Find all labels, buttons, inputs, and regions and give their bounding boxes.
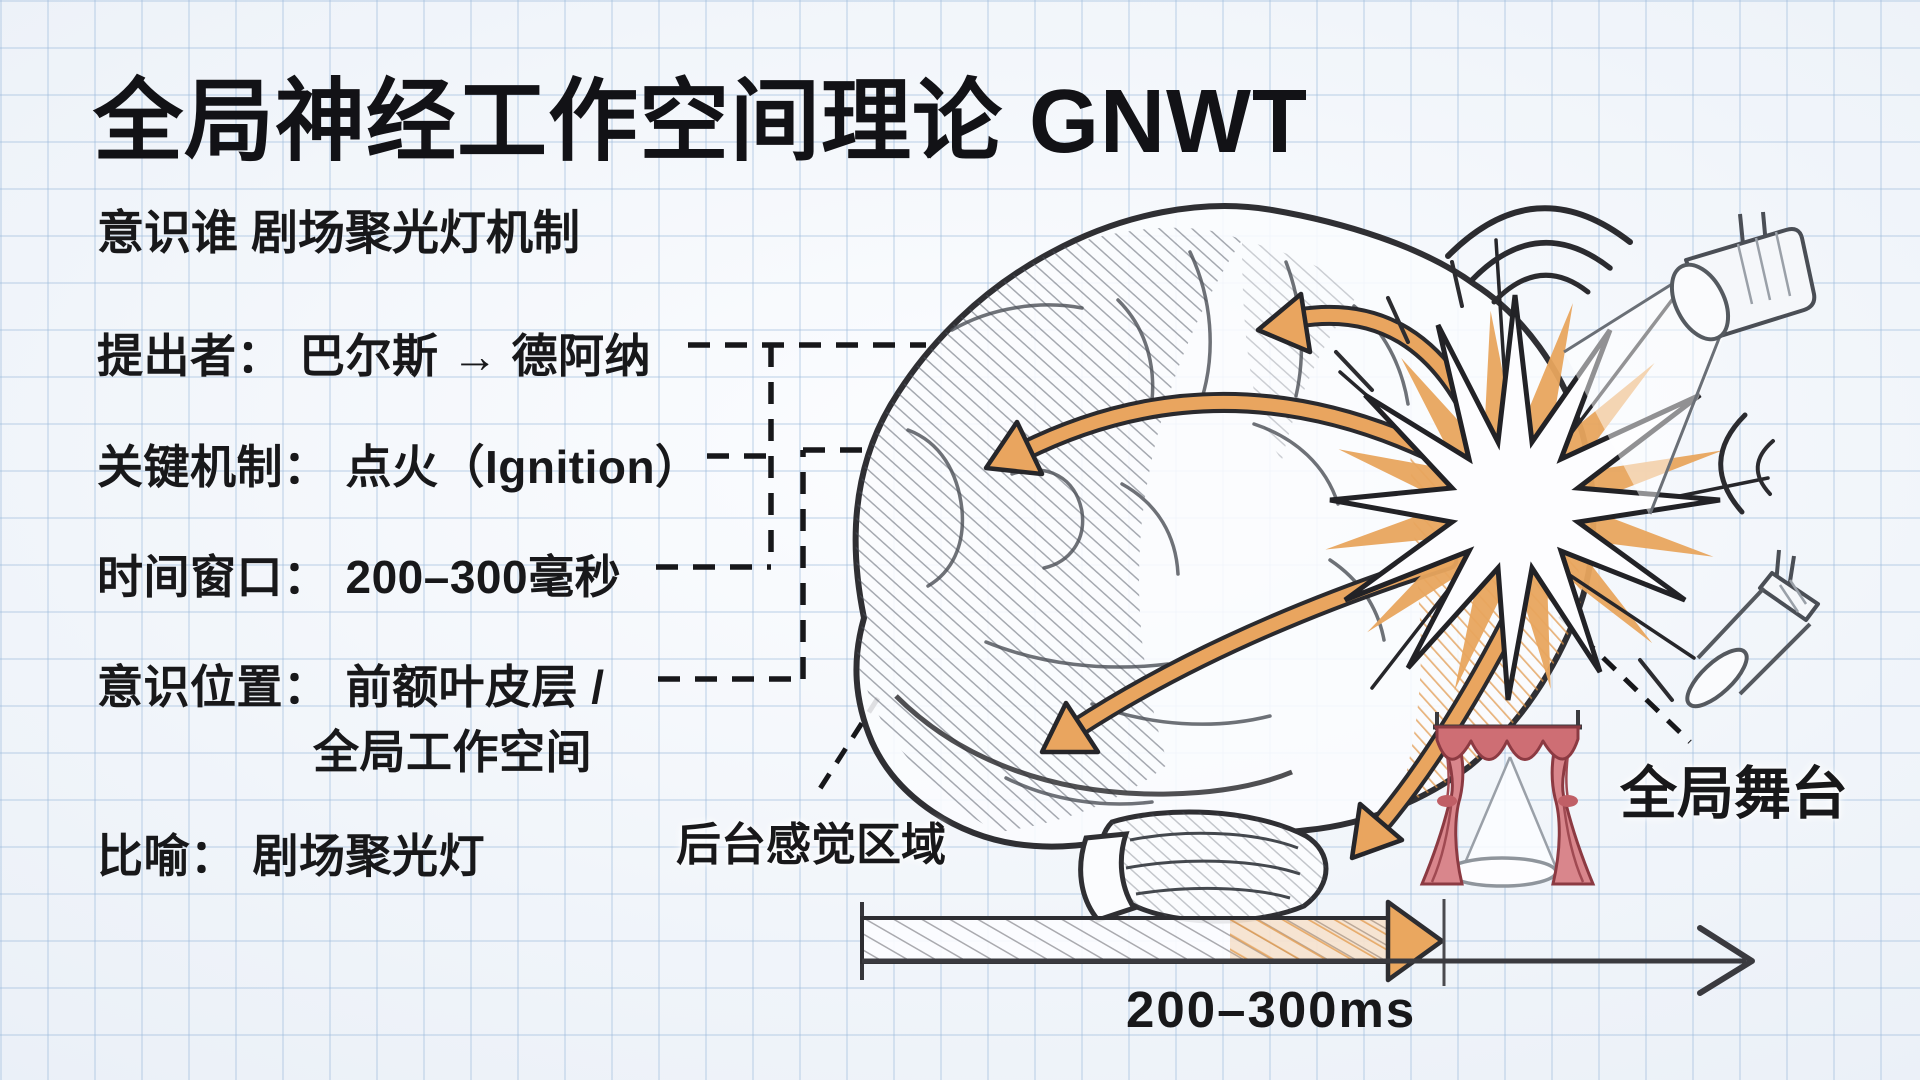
info-row-metaphor: 比喻： 剧场聚光灯 [97, 820, 485, 886]
timeline-arrow-icon [860, 899, 1755, 996]
page-title: 全局神经工作空间理论 GNWT [93, 72, 1308, 172]
label-global-stage: 全局舞台 [1620, 762, 1848, 826]
info-label: 关键机制： [97, 441, 330, 493]
page-subtitle: 意识谁 剧场聚光灯机制 [97, 206, 581, 259]
label-backstage-sensory-areas: 后台感觉区域 [676, 819, 947, 870]
spotlight-top-icon [1563, 211, 1817, 516]
info-row-location: 意识位置： 前额叶皮层 / [97, 651, 605, 717]
info-row-proposer: 提出者： 巴尔斯 → 德阿纳 [97, 320, 651, 386]
info-value: 剧场聚光灯 [252, 830, 485, 882]
info-value: 200–300毫秒 [345, 551, 622, 603]
info-value: 前额叶皮层 / [345, 661, 605, 713]
info-label: 意识位置： [97, 661, 330, 713]
info-label: 比喻： [97, 830, 237, 882]
info-row-time-window: 时间窗口： 200–300毫秒 [97, 541, 621, 607]
info-row-mechanism: 关键机制： 点火（Ignition） [97, 431, 702, 497]
sound-wave-arcs-icon [1445, 205, 1633, 305]
info-label: 时间窗口： [97, 551, 330, 603]
brain-sulci-lines [906, 250, 1410, 806]
brainstem-sketch [1078, 831, 1138, 923]
spotlight-side-icon [1685, 412, 1820, 709]
info-row-location-line2: 全局工作空间 [313, 726, 592, 778]
info-label: 提出者： [97, 330, 283, 382]
cerebellum-sketch [1097, 809, 1329, 924]
info-value: 点火（Ignition） [345, 441, 702, 493]
theater-curtain-icon [1419, 710, 1596, 888]
label-timeline-duration: 200–300ms [1126, 981, 1417, 1038]
info-value: 巴尔斯 → 德阿纳 [299, 330, 652, 382]
